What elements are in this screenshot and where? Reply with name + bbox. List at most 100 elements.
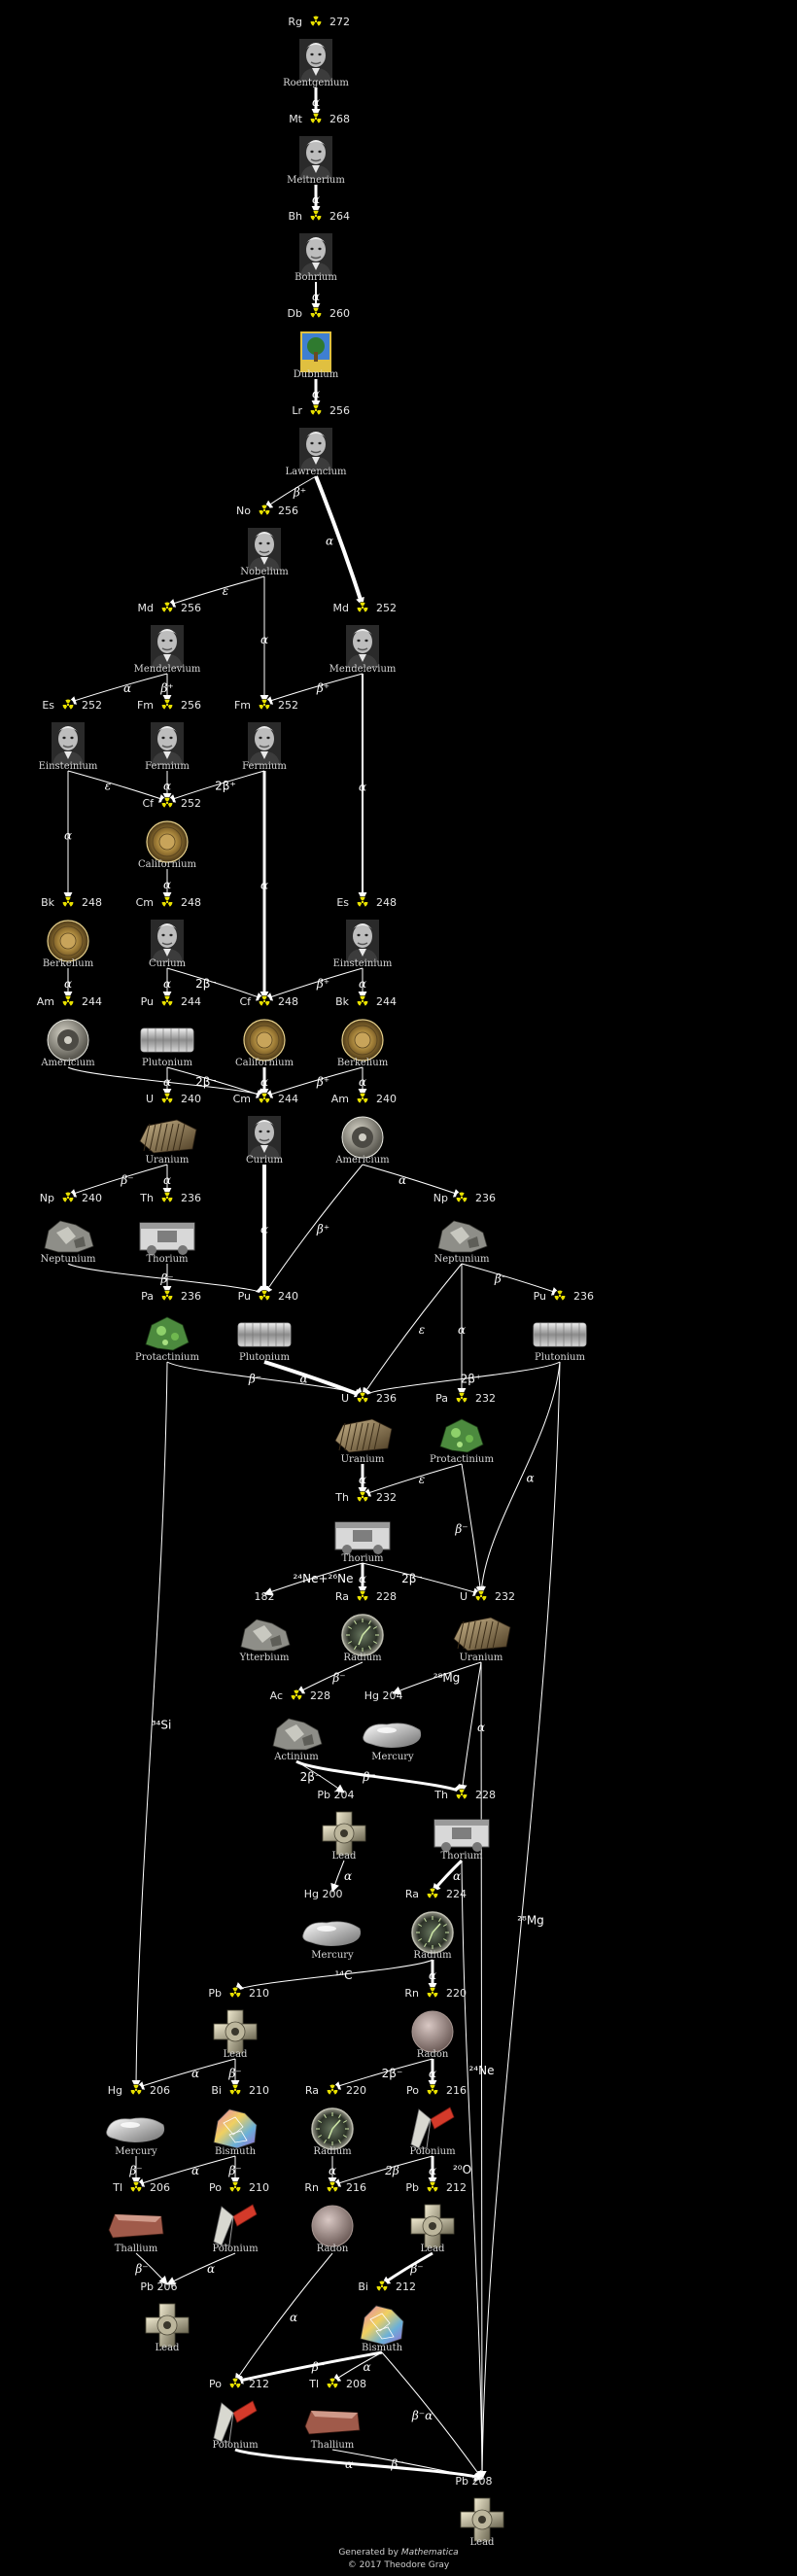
radioactive-icon	[161, 699, 173, 711]
element-name: Uranium	[146, 1155, 190, 1166]
element-name: Lead	[332, 1851, 358, 1862]
radioactive-icon	[130, 2084, 142, 2096]
radioactive-icon	[427, 1987, 438, 1999]
radioactive-icon	[376, 2280, 388, 2292]
element-chunk-icon	[453, 1617, 511, 1652]
decay-label-cf252-cm248: α	[163, 878, 171, 891]
element-cylinder-icon	[533, 1322, 587, 1347]
element-symbol: U	[341, 1392, 349, 1405]
element-portrait-icon	[151, 920, 184, 962]
element-name: Californium	[138, 859, 197, 870]
decay-edge-am240-pu240	[263, 1164, 364, 1295]
element-lead-icon	[213, 2009, 258, 2054]
element-name: Bismuth	[362, 2343, 403, 2353]
element-symbol: Am	[37, 995, 54, 1008]
mass-number: 244	[376, 995, 397, 1008]
radioactive-icon	[475, 1590, 487, 1602]
radioactive-icon	[259, 995, 270, 1007]
element-cylinder-icon	[140, 1027, 194, 1053]
mass-number: 244	[82, 995, 102, 1008]
decay-label-pb210-bi210: β⁻	[227, 2067, 241, 2080]
mass-number: 240	[181, 1093, 201, 1105]
decay-label-u232-pb208: ²⁴Ne	[469, 2064, 495, 2077]
element-seal-icon	[341, 1019, 384, 1062]
element-symbol: Mt	[289, 113, 302, 125]
decay-label-th228-ra224: α	[453, 1869, 461, 1883]
element-name: Dubnium	[294, 369, 339, 380]
element-symbol: Pb	[317, 1789, 330, 1801]
decay-label-ra224-pb210: ¹⁴C	[335, 1968, 353, 1982]
radioactive-icon	[310, 113, 322, 124]
radioactive-icon	[62, 1192, 74, 1203]
mass-number: 256	[181, 699, 201, 712]
element-symbol: Fm	[137, 699, 154, 712]
decay-label-th228-pb208: ²⁰O	[453, 2163, 471, 2176]
mass-number: 228	[310, 1689, 330, 1702]
decay-label-pb212-bi212: β⁻	[409, 2262, 423, 2276]
decay-edge-pu240-u236	[263, 1360, 364, 1398]
mass-number: 236	[376, 1392, 397, 1405]
mass-number: 208	[346, 2378, 366, 2390]
decay-edge-pu236-pb208	[477, 1361, 561, 2480]
mass-number: 220	[446, 1987, 467, 2000]
mass-number: 248	[82, 896, 102, 909]
decay-label-pb204-hg200: α	[344, 1869, 352, 1883]
element-name: Radon	[317, 2244, 349, 2254]
element-name: Bohrium	[295, 272, 337, 283]
element-symbol: Lr	[292, 404, 302, 417]
mass-number: 252	[278, 699, 298, 712]
decay-label-pa236-u236: β⁻	[248, 1373, 261, 1386]
decay-label-tl208-pb208: β⁻	[390, 2457, 403, 2471]
decay-edge-no256-md256	[166, 575, 265, 608]
element-symbol: Po	[209, 2181, 222, 2194]
element-symbol: Tl	[112, 2181, 122, 2194]
decay-label-rn216-po212: α	[290, 2311, 297, 2324]
radioactive-icon	[161, 1290, 173, 1302]
element-symbol: Po	[209, 2378, 222, 2390]
decay-edge-ac228-pb204	[295, 1760, 345, 1793]
decay-label-fm252-cf248: α	[260, 879, 268, 892]
element-blob-icon	[302, 1921, 362, 1946]
element-symbol: Pa	[435, 1392, 448, 1405]
decay-label-pu236-u232: α	[526, 1472, 534, 1485]
element-symbol: Rn	[404, 1987, 419, 2000]
mass-number: 228	[376, 1590, 397, 1603]
decay-label-bi210-po210: β⁻	[227, 2164, 241, 2177]
radioactive-icon	[161, 602, 173, 613]
element-cylinder-icon	[237, 1322, 292, 1347]
radioactive-icon	[229, 2181, 241, 2193]
mass-number: 206	[150, 2084, 170, 2097]
element-symbol: Th	[433, 1789, 448, 1801]
mass-number: 210	[249, 1987, 269, 2000]
mass-number: 236	[181, 1290, 201, 1303]
decay-edge-bi212-po212	[234, 2350, 383, 2385]
decay-label-th232-u232: 2β⁻	[401, 1572, 423, 1585]
element-blob-icon	[363, 1723, 422, 1748]
decay-edge-md252-fm252	[263, 673, 364, 705]
element-name: Polonium	[212, 2244, 259, 2254]
element-portrait-icon	[248, 528, 281, 571]
element-lead-icon	[460, 2497, 504, 2542]
decay-edge-th232-u232	[362, 1562, 482, 1597]
element-name: Plutonium	[239, 1352, 290, 1363]
element-name: Berkelium	[337, 1058, 389, 1068]
